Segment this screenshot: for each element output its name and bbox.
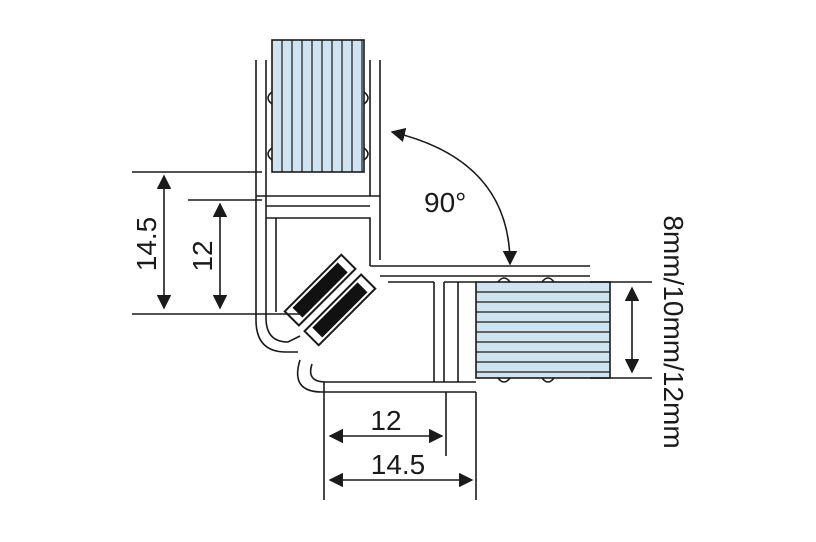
vertical-glass-pane bbox=[271, 39, 365, 173]
magnet-joint bbox=[283, 253, 377, 347]
angle-label: 90° bbox=[424, 187, 466, 218]
dimension-label-left-outer: 14.5 bbox=[131, 217, 162, 272]
horizontal-glass-pane bbox=[475, 281, 611, 379]
vertical-seal-profile bbox=[255, 60, 381, 353]
thickness-dimension: 8mm/10mm/12mm bbox=[590, 215, 689, 449]
dimension-label-left-inner: 12 bbox=[187, 240, 218, 271]
angle-indicator: 90° bbox=[390, 127, 518, 266]
dimension-label-bottom-inner: 12 bbox=[370, 405, 401, 436]
dimension-label-bottom-outer: 14.5 bbox=[371, 449, 426, 480]
left-dimensions: 14.5 12 bbox=[131, 171, 300, 315]
bottom-dimensions: 12 14.5 bbox=[323, 382, 477, 500]
thickness-label: 8mm/10mm/12mm bbox=[658, 215, 689, 448]
horizontal-seal-profile bbox=[296, 265, 590, 393]
